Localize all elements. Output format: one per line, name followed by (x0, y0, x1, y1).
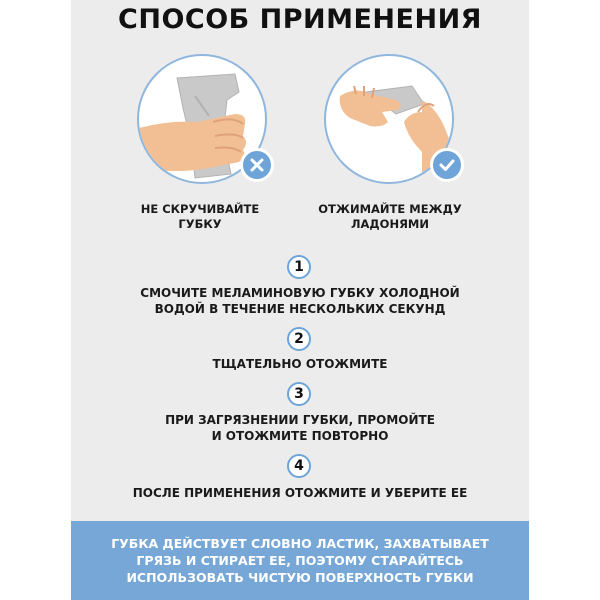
banner-line: ИСПОЛЬЗОВАТЬ ЧИСТУЮ ПОВЕРХНОСТЬ ГУБКИ (126, 570, 474, 585)
step-number-3: 3 (287, 382, 311, 406)
hand-twisting-sponge-image (139, 73, 246, 179)
step-line: СМОЧИТЕ МЕЛАМИНОВУЮ ГУБКУ ХОЛОДНОЙ (140, 286, 460, 300)
tip-caption-squeeze-palms: ОТЖИМАЙТЕ МЕЖДУ ЛАДОНЯМИ (290, 202, 490, 232)
step-text-2: ТЩАТЕЛЬНО ОТОЖМИТЕ (80, 356, 520, 372)
banner-line: ГУБКА ДЕЙСТВУЕТ СЛОВНО ЛАСТИК, ЗАХВАТЫВА… (111, 536, 489, 551)
correct-badge (430, 148, 464, 182)
step-line: ПРИ ЗАГРЯЗНЕНИИ ГУБКИ, ПРОМОЙТЕ (165, 413, 435, 427)
step-line: И ОТОЖМИТЕ ПОВТОРНО (211, 429, 389, 443)
check-icon (439, 159, 455, 171)
banner-text: ГУБКА ДЕЙСТВУЕТ СЛОВНО ЛАСТИК, ЗАХВАТЫВА… (71, 535, 529, 586)
step-number-4: 4 (287, 454, 311, 478)
caption-line: ЛАДОНЯМИ (350, 217, 430, 231)
wrong-badge (240, 148, 274, 182)
step-line: ПОСЛЕ ПРИМЕНЕНИЯ ОТОЖМИТЕ И УБЕРИТЕ ЕЕ (132, 486, 468, 500)
step-text-3: ПРИ ЗАГРЯЗНЕНИИ ГУБКИ, ПРОМОЙТЕ И ОТОЖМИ… (80, 412, 520, 444)
caption-line: ГУБКУ (178, 217, 222, 231)
caption-line: НЕ СКРУЧИВАЙТЕ (140, 202, 260, 216)
twisted-sponge-illustration (137, 54, 267, 184)
step-line: ВОДОЙ В ТЕЧЕНИЕ НЕСКОЛЬКИХ СЕКУНД (154, 302, 446, 316)
tip-caption-dont-twist: НЕ СКРУЧИВАЙТЕ ГУБКУ (100, 202, 300, 232)
caption-line: ОТЖИМАЙТЕ МЕЖДУ (318, 202, 462, 216)
step-number-2: 2 (287, 327, 311, 351)
step-text-1: СМОЧИТЕ МЕЛАМИНОВУЮ ГУБКУ ХОЛОДНОЙ ВОДОЙ… (80, 285, 520, 317)
close-icon (250, 158, 264, 172)
banner-line: ГРЯЗЬ И СТИРАЕТ ЕЕ, ПОЭТОМУ СТАРАЙТЕСЬ (136, 553, 464, 568)
step-number-1: 1 (287, 255, 311, 279)
page-title: СПОСОБ ПРИМЕНЕНИЯ (118, 4, 482, 35)
step-line: ТЩАТЕЛЬНО ОТОЖМИТЕ (212, 357, 388, 371)
step-text-4: ПОСЛЕ ПРИМЕНЕНИЯ ОТОЖМИТЕ И УБЕРИТЕ ЕЕ (80, 485, 520, 501)
info-banner: ГУБКА ДЕЙСТВУЕТ СЛОВНО ЛАСТИК, ЗАХВАТЫВА… (71, 521, 529, 600)
